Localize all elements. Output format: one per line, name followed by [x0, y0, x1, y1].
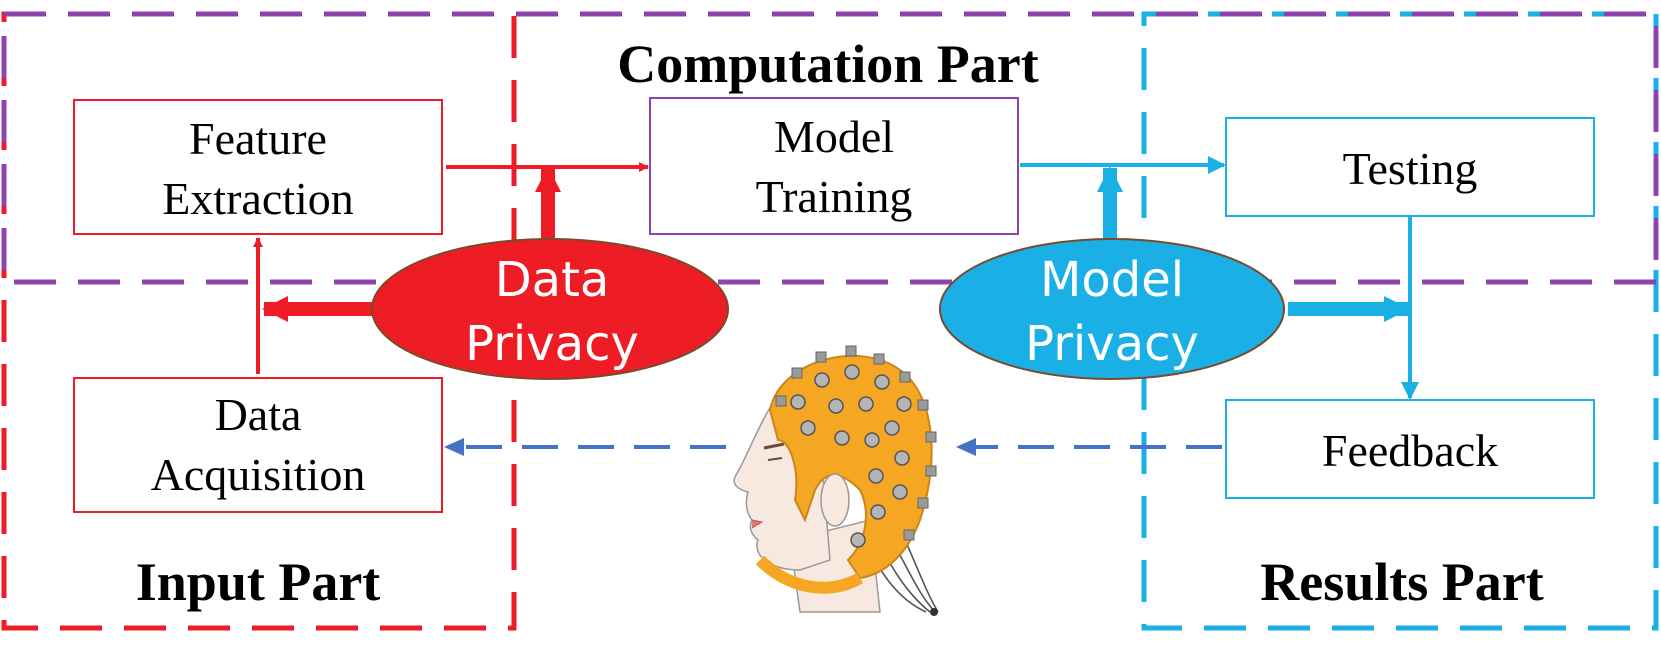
model-privacy-ellipse: Model Privacy	[939, 238, 1285, 380]
testing-label: Testing	[1343, 143, 1478, 194]
input-part-frame	[1, 11, 517, 631]
feedback-box: Feedback	[1225, 399, 1595, 499]
computation-part-title: Computation Part	[617, 34, 1038, 94]
eeg-head-icon	[733, 345, 939, 616]
data-privacy-line1: Data	[495, 252, 610, 308]
feedback-label: Feedback	[1322, 425, 1498, 476]
model-privacy-line2: Privacy	[1025, 316, 1199, 372]
feature-extraction-line1: Feature	[189, 113, 327, 164]
model-privacy-line1: Model	[1040, 252, 1184, 308]
data-acquisition-line1: Data	[215, 389, 302, 440]
feature-extraction-box: Feature Extraction	[73, 99, 443, 235]
data-acquisition-box: Data Acquisition	[73, 377, 443, 513]
data-privacy-ellipse: Data Privacy	[371, 238, 729, 380]
data-acquisition-line2: Acquisition	[151, 449, 366, 500]
data-privacy-line2: Privacy	[465, 316, 639, 372]
model-training-line2: Training	[756, 171, 913, 222]
results-part-title: Results Part	[1260, 552, 1543, 612]
input-part-title: Input Part	[136, 552, 381, 612]
model-training-line1: Model	[774, 111, 894, 162]
model-training-box: Model Training	[649, 97, 1019, 235]
testing-box: Testing	[1225, 117, 1595, 217]
feature-extraction-line2: Extraction	[162, 173, 354, 224]
